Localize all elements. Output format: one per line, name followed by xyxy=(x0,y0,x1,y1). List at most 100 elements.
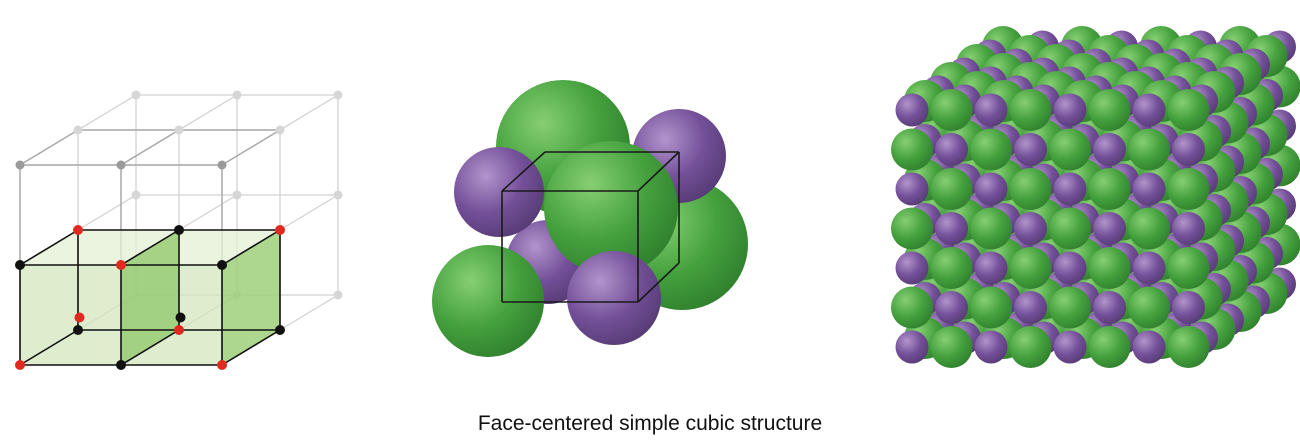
purple-ion-sphere xyxy=(1053,172,1087,206)
ghost-lattice-point xyxy=(217,160,227,170)
purple-ion-sphere xyxy=(895,251,929,285)
green-ion-sphere xyxy=(1049,207,1091,250)
green-ion-sphere xyxy=(1088,89,1131,131)
figure-caption: Face-centered simple cubic structure xyxy=(477,412,823,435)
purple-ion-sphere xyxy=(1132,251,1166,285)
ghost-edge xyxy=(221,129,281,166)
purple-ion-sphere xyxy=(935,133,968,166)
purple-ion-sphere xyxy=(1053,330,1087,364)
purple-ion-sphere xyxy=(974,93,1008,127)
ghost-edge xyxy=(279,194,339,231)
ghost-lattice-point xyxy=(333,90,343,100)
green-ion-sphere xyxy=(1009,89,1052,131)
lattice-point xyxy=(15,360,25,370)
green-ion-sphere xyxy=(1167,247,1210,289)
green-ion-sphere xyxy=(432,245,544,357)
ghost-edge xyxy=(178,94,238,131)
purple-ion-sphere xyxy=(1093,133,1126,166)
ghost-lattice-point xyxy=(73,125,83,135)
lattice-point xyxy=(116,360,126,370)
lattice-points xyxy=(15,225,285,370)
green-ion-sphere xyxy=(1009,326,1052,368)
green-ion-sphere xyxy=(1128,207,1170,250)
ghost-lattice-point xyxy=(15,160,25,170)
ghost-edge xyxy=(279,94,339,131)
ghost-lattice-point xyxy=(232,190,242,200)
purple-ion-sphere xyxy=(974,172,1008,206)
green-ion-sphere xyxy=(930,168,973,210)
unit-cell-edges xyxy=(19,229,281,366)
green-ion-sphere xyxy=(970,286,1012,329)
unit-cell-edge xyxy=(19,329,79,366)
purple-ion-sphere xyxy=(1014,133,1047,166)
purple-ion-sphere xyxy=(1132,172,1166,206)
purple-ion-sphere xyxy=(1093,212,1126,245)
purple-ion-sphere xyxy=(1132,330,1166,364)
lattice-point xyxy=(217,360,227,370)
lattice-point xyxy=(73,225,83,235)
green-ion-sphere xyxy=(970,128,1012,171)
green-ion-sphere xyxy=(1049,286,1091,329)
green-ion-sphere xyxy=(1128,286,1170,329)
ghost-edge xyxy=(77,94,137,131)
lattice-point xyxy=(15,260,25,270)
lattice-point xyxy=(217,260,227,270)
purple-ion-sphere xyxy=(895,93,929,127)
green-ion-sphere xyxy=(1128,128,1170,171)
ghost-lattice-point xyxy=(131,190,141,200)
green-ion-sphere xyxy=(891,207,933,250)
green-ion-sphere xyxy=(930,326,973,368)
purple-ion-sphere xyxy=(935,291,968,324)
green-ion-sphere xyxy=(1088,168,1131,210)
unit-cell-edge xyxy=(120,229,180,266)
ghost-edge xyxy=(77,194,137,231)
green-ion-sphere xyxy=(1009,247,1052,289)
ghost-lattice-point xyxy=(333,290,343,300)
lattice-point xyxy=(116,260,126,270)
unit-cell-edge xyxy=(19,229,79,266)
purple-ion-sphere xyxy=(454,147,544,237)
purple-ion-sphere xyxy=(567,251,661,345)
ghost-lattice-point xyxy=(174,125,184,135)
ghost-lattice-point xyxy=(131,90,141,100)
unit-cell-space-filling-model xyxy=(432,80,748,357)
side-face xyxy=(222,230,280,365)
green-ion-sphere xyxy=(891,128,933,171)
purple-ion-sphere xyxy=(1053,93,1087,127)
green-ion-sphere xyxy=(1167,168,1210,210)
unit-cell-edge xyxy=(221,329,281,366)
purple-ion-sphere xyxy=(895,172,929,206)
lattice-point xyxy=(174,325,184,335)
lattice-point xyxy=(73,325,83,335)
purple-ion-sphere xyxy=(895,330,929,364)
green-ion-sphere xyxy=(1088,247,1131,289)
ghost-lattice-point xyxy=(275,125,285,135)
lattice-unit-cell-diagram xyxy=(15,90,343,370)
lattice-point xyxy=(275,325,285,335)
purple-ion-sphere xyxy=(974,330,1008,364)
green-ion-sphere xyxy=(1088,326,1131,368)
unit-cell-wireframe-edge xyxy=(501,151,546,192)
purple-ion-sphere xyxy=(1093,291,1126,324)
ghost-lattice-point xyxy=(116,160,126,170)
green-ion-sphere xyxy=(970,207,1012,250)
purple-ion-sphere xyxy=(1014,212,1047,245)
unit-cell-wireframe-edge xyxy=(637,151,680,192)
purple-ion-sphere xyxy=(1172,133,1205,166)
green-ion-sphere xyxy=(930,89,973,131)
ghost-edge xyxy=(120,129,180,166)
face-center-point xyxy=(175,312,186,323)
lattice-point xyxy=(174,225,184,235)
extended-crystal-model xyxy=(891,26,1300,368)
lattice-point xyxy=(275,225,285,235)
green-ion-sphere xyxy=(930,247,973,289)
purple-ion-sphere xyxy=(1172,291,1205,324)
green-ion-sphere xyxy=(1049,128,1091,171)
green-ion-sphere xyxy=(1167,326,1210,368)
purple-ion-sphere xyxy=(1132,93,1166,127)
green-ion-sphere xyxy=(1009,168,1052,210)
green-ion-sphere xyxy=(544,141,678,275)
ghost-edge xyxy=(279,294,339,331)
ghost-edge xyxy=(178,194,238,231)
